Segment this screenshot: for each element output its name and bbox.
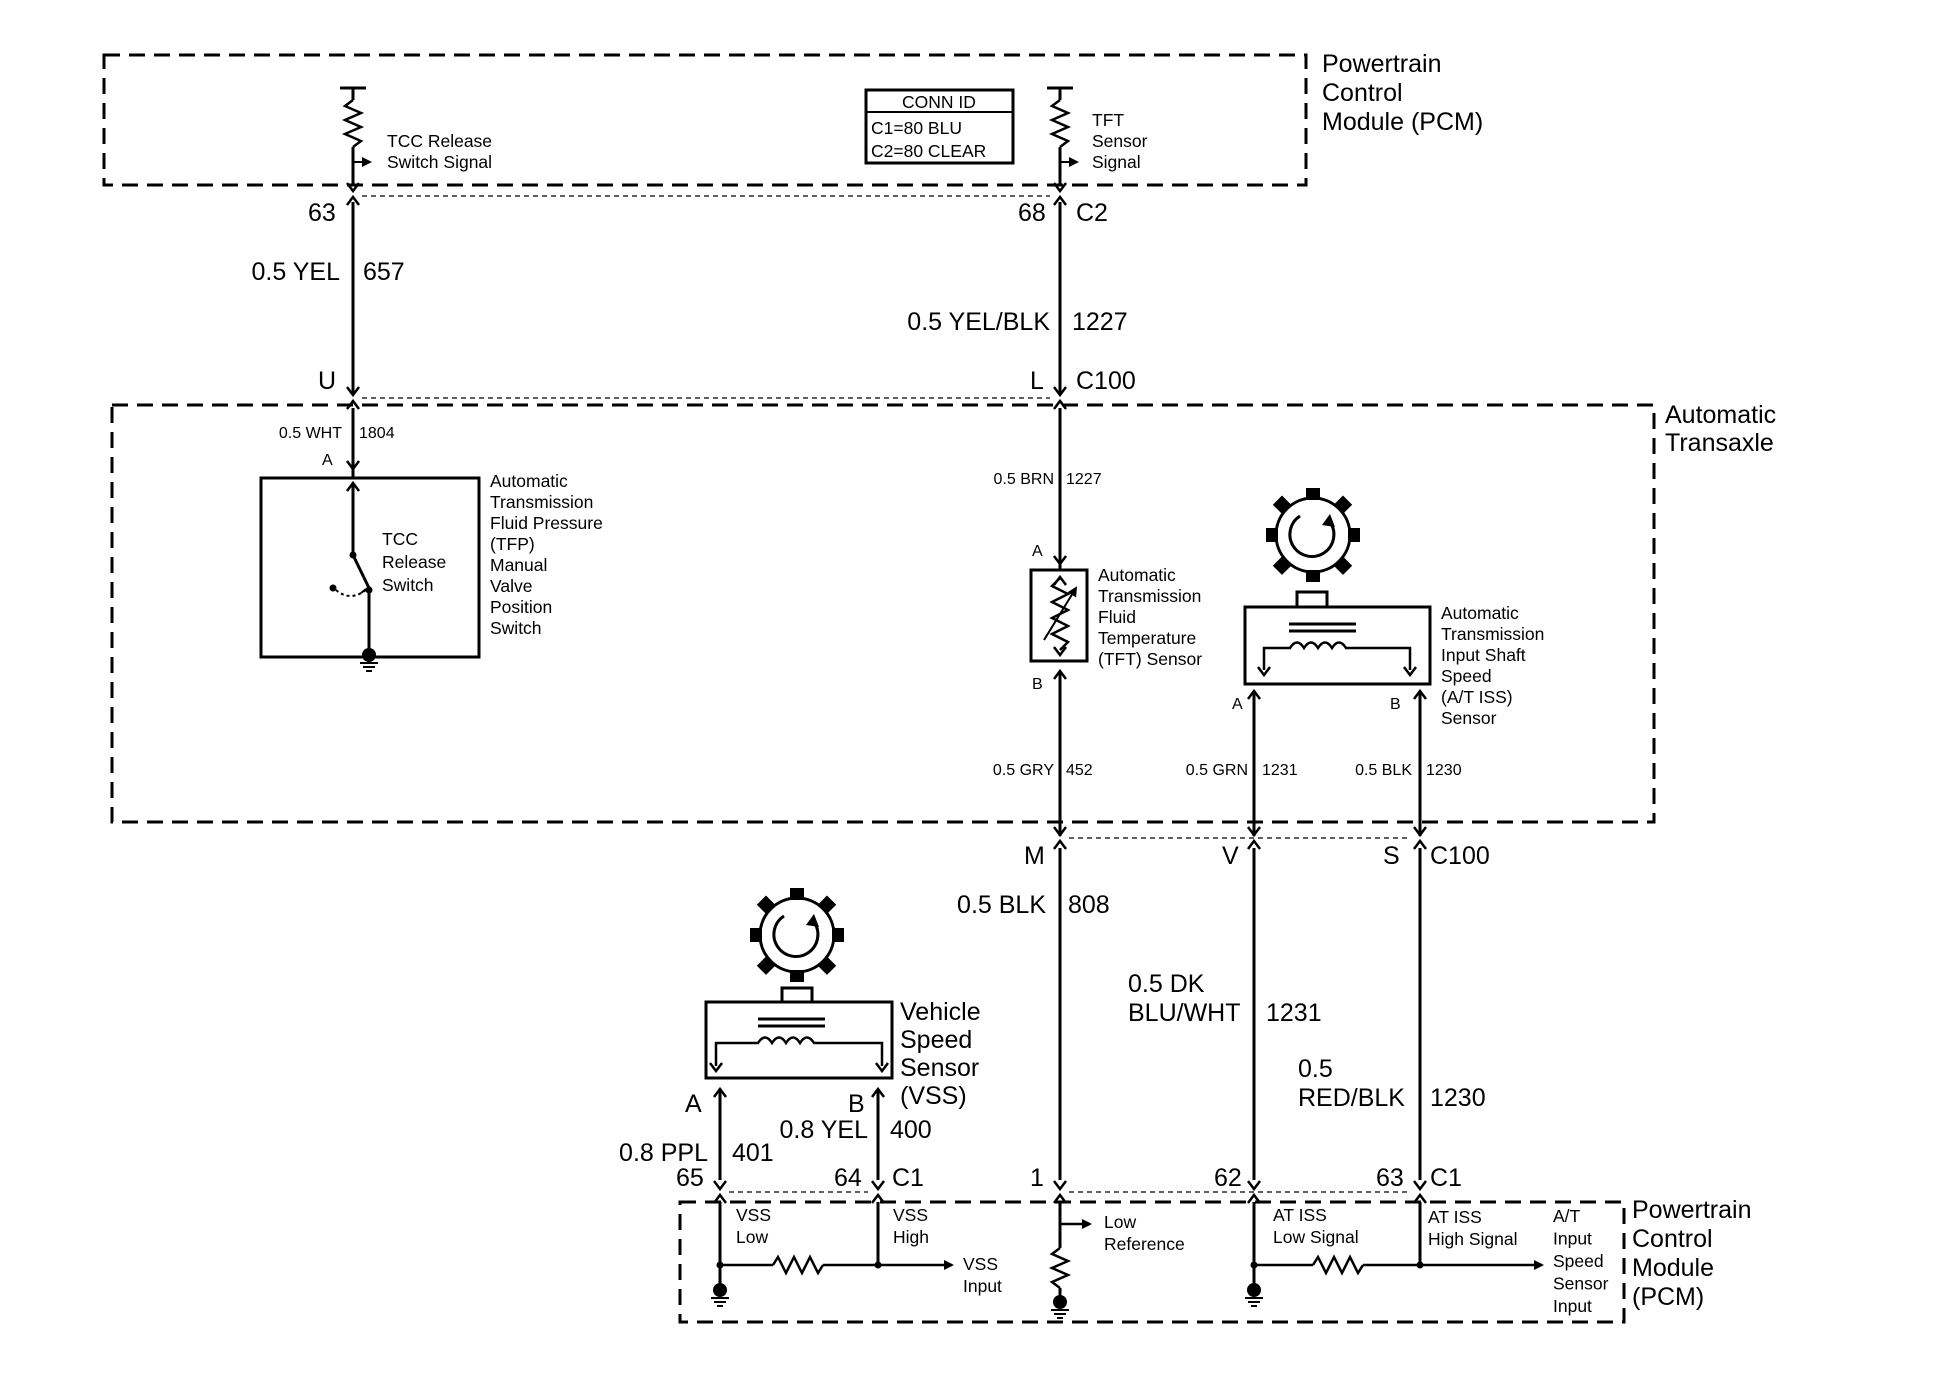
conn-id-title: CONN ID [902,92,976,112]
connector-c100-top: C100 [1076,367,1136,395]
connector-c1-right: C1 [1430,1164,1462,1192]
wire-1227-color: 0.5 YEL/BLK [907,308,1050,336]
wire-1804-number: 1804 [359,425,395,442]
wire-1231a-color: 0.5 GRN [1186,762,1248,779]
wire-401-number: 401 [732,1139,774,1167]
pin-a-tcc: A [322,452,333,469]
tft-sensor [1029,568,1089,663]
vss-tab [780,986,814,1004]
conn-id-c1: C1=80 BLU [871,118,962,138]
pin-v: V [1222,842,1239,870]
vss-sensor [704,1000,894,1080]
wire-808-number: 808 [1068,891,1110,919]
pin-63-bottom: 63 [1376,1164,1404,1192]
wire-1227-number: 1227 [1072,308,1128,336]
transaxle-boundary [110,403,1656,824]
pin-a-vss: A [685,1090,702,1118]
conn-id-c2: C2=80 CLEAR [871,141,986,161]
pin-s: S [1383,842,1400,870]
pin-a-tft: A [1032,543,1043,560]
pcm-top-boundary [102,53,1308,187]
conn-id-box: CONN ID C1=80 BLU C2=80 CLEAR [864,88,1015,165]
low-reference-circuit [1048,1202,1092,1319]
pin-l: L [1030,367,1044,395]
wire-1230a-number: 1230 [1426,762,1462,779]
pin-65: 65 [676,1164,704,1192]
pcm-bottom-boundary [678,1200,1626,1324]
wire-808-color: 0.5 BLK [957,891,1046,919]
pin-u: U [318,367,336,395]
wire-1231a-number: 1231 [1262,762,1298,779]
connector-c2: C2 [1076,199,1108,227]
wire-657-number: 657 [363,258,405,286]
pin-a-iss: A [1232,696,1243,713]
vss-reluctor-wheel [750,888,844,982]
wire-452-number: 452 [1066,762,1093,779]
wire-657-color: 0.5 YEL [251,258,340,286]
pin-b-vss: B [848,1090,865,1118]
iss-sensor [1243,605,1432,686]
wire-400-number: 400 [890,1116,932,1144]
wire-1230b-number: 1230 [1430,1084,1486,1112]
wire-401-color: 0.8 PPL [619,1139,708,1167]
wire-1231b-number: 1231 [1266,999,1322,1027]
tfp-switch-assembly [259,476,481,672]
wire-452-color: 0.5 GRY [993,762,1054,779]
wire-400-color: 0.8 YEL [779,1116,868,1144]
pin-64: 64 [834,1164,862,1192]
tft-signal-resistor [1047,86,1079,185]
pin-63-top: 63 [308,199,336,227]
connector-c1-left: C1 [892,1164,924,1192]
iss-sensor-tab [1295,590,1329,609]
vss-input-circuit [710,1202,954,1307]
pin-b-tft: B [1032,676,1043,693]
pin-m: M [1024,842,1045,870]
wire-1804-color: 0.5 WHT [279,425,342,442]
pin-1: 1 [1030,1164,1044,1192]
pin-b-iss: B [1390,696,1401,713]
pin-68: 68 [1018,199,1046,227]
iss-input-circuit [1244,1202,1544,1307]
iss-reluctor-wheel [1266,488,1360,582]
wire-1227b-color: 0.5 BRN [994,471,1054,488]
tcc-signal-resistor [340,86,372,185]
wire-1227b-number: 1227 [1066,471,1102,488]
pin-62: 62 [1214,1164,1242,1192]
connector-c100-bottom: C100 [1430,842,1490,870]
wire-1230a-color: 0.5 BLK [1355,762,1412,779]
